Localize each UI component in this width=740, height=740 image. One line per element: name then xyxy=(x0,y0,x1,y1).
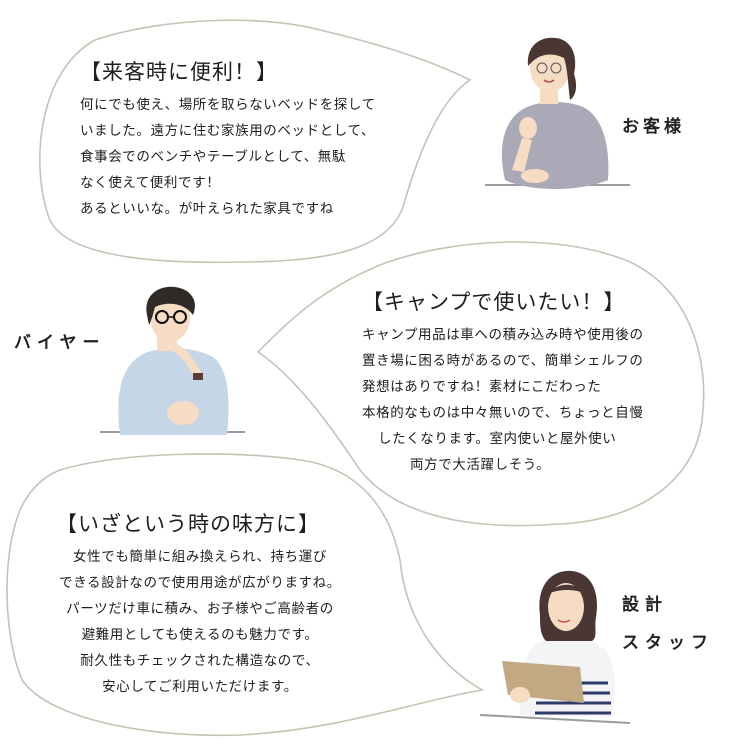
bubble-title: 【キャンプで使いたい！】 xyxy=(362,290,626,314)
bubble-line: 耐久性もチェックされた構造なので、 xyxy=(80,653,320,669)
bubble-customer-outline xyxy=(39,19,472,264)
bubble-line: 置き場に困る時があるので、簡単シェルフの xyxy=(362,353,644,369)
speaker-label-buyer: バイヤー xyxy=(14,333,106,353)
speaker-label-customer: お客様 xyxy=(622,117,685,137)
customer-illustration xyxy=(485,37,630,189)
bubble-line: 発想はありですね！素材にこだわった xyxy=(362,379,602,395)
bubble-line: パーツだけ車に積み、お子様やご高齢者の xyxy=(66,601,334,617)
bubble-line: できる設計なので使用用途が広がりますね。 xyxy=(59,575,341,591)
buyer-illustration xyxy=(100,286,245,435)
bubble-line: あるといいな。が叶えられた家具ですね xyxy=(80,201,334,217)
bubble-line: 避難用としても使えるのも魅力です。 xyxy=(81,627,319,643)
bubble-buyer-outline xyxy=(256,241,705,527)
bubble-staff-outline xyxy=(6,453,485,737)
bubble-line: 何にでも使え、場所を取らないベッドを探して xyxy=(80,97,376,113)
speaker-label-staff-line2: スタッフ xyxy=(622,633,714,653)
bubble-line: キャンプ用品は車への積み込み時や使用後の xyxy=(362,327,644,343)
bubble-line: したくなります。室内使いと屋外使い xyxy=(378,431,617,447)
speaker-label-staff-line1: 設計 xyxy=(622,595,668,615)
bubble-line: 食事会でのベンチやテーブルとして、無駄 xyxy=(80,149,347,165)
staff-illustration xyxy=(480,570,630,724)
bubble-title: 【来客時に便利！】 xyxy=(80,60,278,84)
bubble-line: 本格的なものは中々無いので、ちょっと自慢 xyxy=(362,405,644,421)
bubble-line: なく使えて便利です！ xyxy=(80,175,221,191)
bubble-line: いました。遠方に住む家族用のベッドとして、 xyxy=(80,123,376,139)
bubble-title: 【いざという時の味方に】 xyxy=(56,512,320,536)
bubble-staff: 【いざという時の味方に】 女性でも簡単に組み換えられ、持ち運び できる設計なので… xyxy=(40,508,360,700)
bubble-line: 安心してご利用いただけます。 xyxy=(102,679,298,695)
bubble-line: 両方で大活躍しそう。 xyxy=(410,457,551,473)
bubble-line: 女性でも簡単に組み換えられ、持ち運び xyxy=(73,549,327,565)
bubble-customer: 【来客時に便利！】 何にでも使え、場所を取らないベッドを探して いました。遠方に… xyxy=(80,56,376,222)
bubble-buyer: 【キャンプで使いたい！】 キャンプ用品は車への積み込み時や使用後の 置き場に困る… xyxy=(362,286,692,478)
